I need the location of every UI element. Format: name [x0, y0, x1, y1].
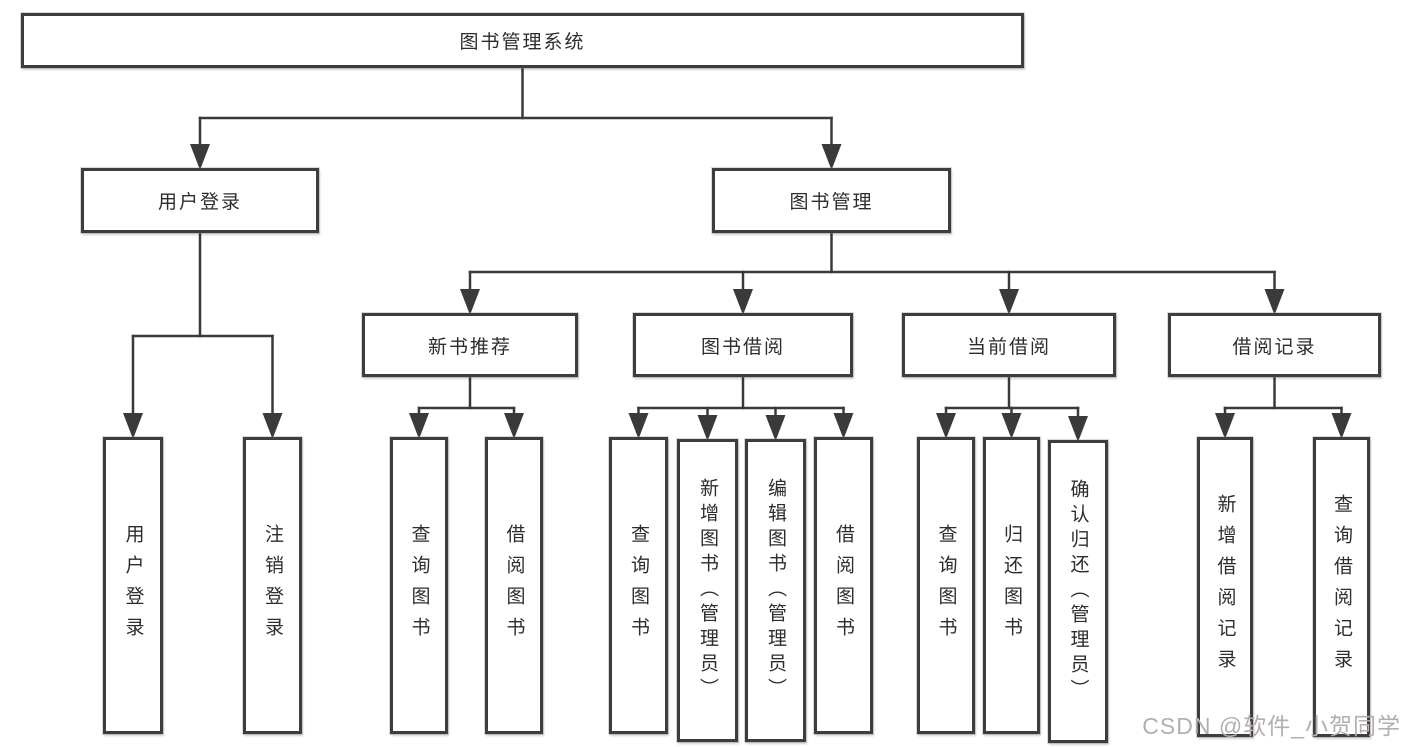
node-label: 注销登录 — [262, 523, 283, 648]
node-label: 查询图书 — [935, 523, 957, 648]
node-label: 新书推荐 — [427, 336, 512, 358]
node-login: 用户登录 — [81, 168, 319, 233]
node-label: 借阅记录 — [1232, 336, 1317, 358]
node-cur-confirm: 确认归还（管理员） — [1048, 440, 1108, 743]
node-bw-add: 新增图书（管理员） — [677, 439, 738, 742]
node-label: 归还图书 — [1001, 523, 1022, 648]
node-bw-edit: 编辑图书（管理员） — [745, 439, 806, 742]
node-label: 查询借阅记录 — [1331, 494, 1352, 680]
node-label: 当前借阅 — [966, 336, 1051, 358]
node-label: 借阅图书 — [503, 523, 525, 648]
node-nb-borrow: 借阅图书 — [485, 437, 543, 734]
node-label: 借阅图书 — [833, 523, 854, 648]
node-label: 图书管理 — [789, 192, 874, 213]
node-bw-borrow: 借阅图书 — [814, 437, 873, 734]
node-login-out: 注销登录 — [243, 437, 302, 734]
node-label: 图书借阅 — [700, 336, 785, 358]
node-nb-query: 查询图书 — [390, 437, 448, 734]
node-newbook: 新书推荐 — [362, 313, 578, 377]
node-bw-query: 查询图书 — [609, 437, 668, 734]
node-rec-add: 新增借阅记录 — [1197, 437, 1253, 737]
node-mgmt: 图书管理 — [712, 168, 951, 233]
node-label: 新增借阅记录 — [1214, 494, 1236, 680]
node-label: 用户登录 — [157, 192, 242, 213]
node-label: 用户登录 — [122, 523, 144, 648]
node-root: 图书管理系统 — [21, 13, 1024, 68]
node-label: 图书管理系统 — [459, 32, 586, 53]
node-rec-query: 查询借阅记录 — [1313, 437, 1370, 737]
node-current: 当前借阅 — [902, 313, 1116, 377]
node-label: 新增图书（管理员） — [697, 478, 718, 703]
node-label: 查询图书 — [628, 523, 649, 648]
node-login-user: 用户登录 — [103, 437, 163, 734]
node-label: 编辑图书（管理员） — [765, 478, 786, 703]
node-cur-query: 查询图书 — [917, 437, 975, 734]
node-label: 查询图书 — [408, 523, 430, 648]
watermark: CSDN @软件_小贺同学 — [1142, 713, 1401, 739]
node-label: 确认归还（管理员） — [1067, 479, 1089, 704]
node-records: 借阅记录 — [1168, 313, 1381, 377]
node-borrow: 图书借阅 — [633, 313, 853, 377]
node-cur-return: 归还图书 — [983, 437, 1040, 734]
